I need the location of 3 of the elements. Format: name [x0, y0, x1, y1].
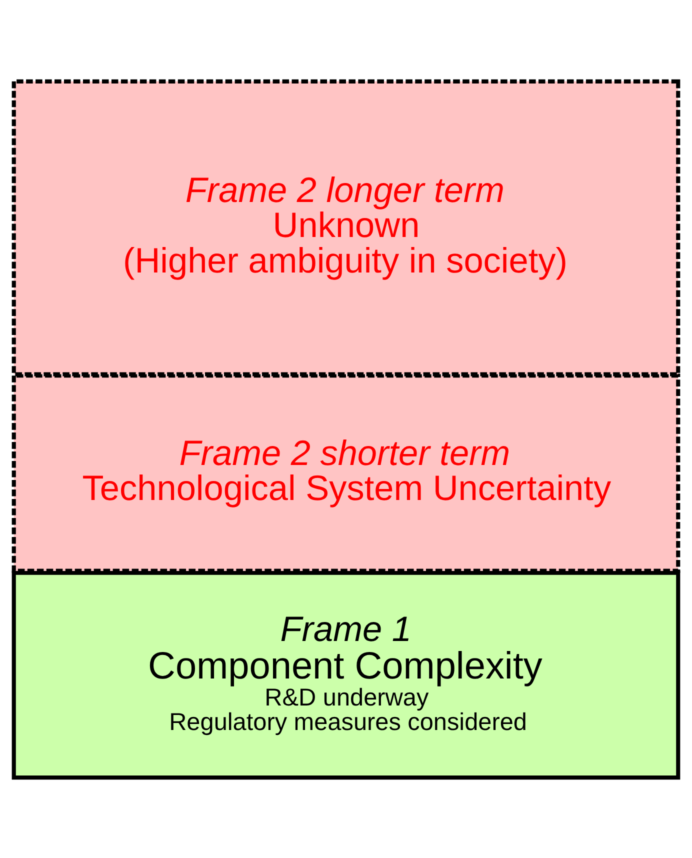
node-box: Frame 1 Component Complexity R&D underway Regulatory measures considered	[12, 570, 680, 780]
node-box: Frame 2 shorter term Technological System Uncertainty	[12, 373, 680, 572]
node-box: Frame 2 longer term Unknown (Higher ambiguity in society)	[12, 78, 680, 376]
